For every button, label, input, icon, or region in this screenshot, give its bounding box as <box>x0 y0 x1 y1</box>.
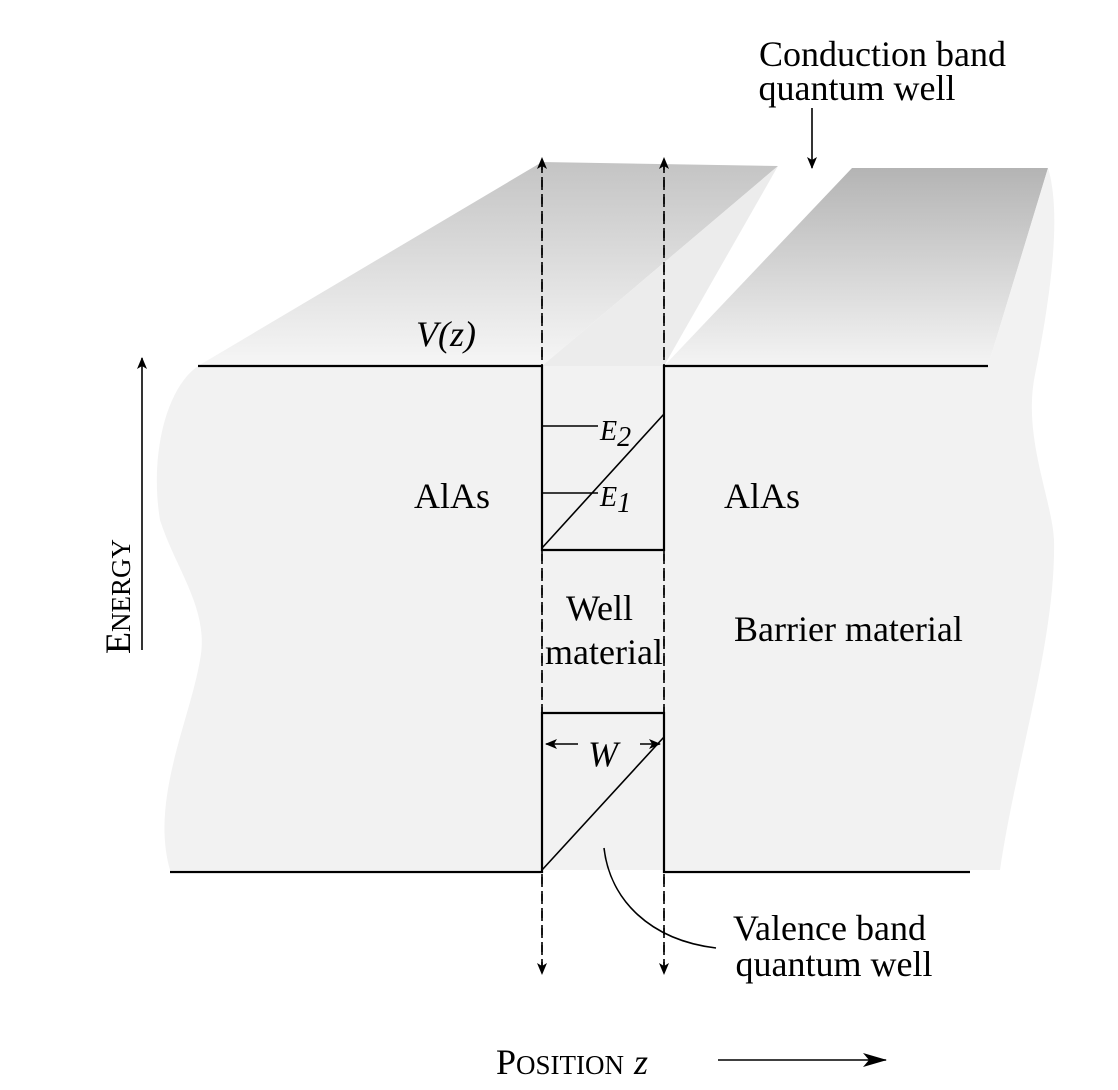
width-label: W <box>588 734 621 774</box>
conduction-label-line1: Conduction band <box>759 34 1006 74</box>
e1-label: E1 <box>599 482 631 519</box>
position-label-cap: P <box>496 1042 516 1082</box>
energy-label-cap: E <box>98 632 138 654</box>
well-material-line1: Well <box>566 588 633 628</box>
energy-label-rest: NERGY <box>106 539 136 632</box>
valence-label-line1: Valence band <box>733 908 926 948</box>
well-material-line2: material <box>545 632 663 672</box>
position-axis-label: POSITION z <box>496 1042 648 1082</box>
position-label-var: z <box>633 1042 648 1082</box>
valence-band-edge <box>170 711 970 874</box>
conduction-band-edge <box>198 364 988 552</box>
alas-left-label: AlAs <box>414 476 490 516</box>
e1-letter: E <box>599 482 617 513</box>
well-material-label: Well material <box>545 588 663 672</box>
conduction-label-line2: quantum well <box>759 68 956 108</box>
energy-axis-label: ENERGY <box>98 539 138 654</box>
valence-pointer-curve <box>603 847 717 949</box>
e1-subscript: 1 <box>617 488 631 519</box>
right-barrier-top-surface <box>664 168 1048 366</box>
position-label-rest: OSITION <box>516 1050 624 1080</box>
e2-letter: E <box>599 416 617 447</box>
e2-subscript: 2 <box>617 422 631 453</box>
valence-label: Valence band quantum well <box>733 908 935 984</box>
well-top-surface <box>542 166 778 366</box>
left-barrier-top-surface <box>198 162 778 366</box>
valence-label-line2: quantum well <box>736 944 933 984</box>
alas-right-label: AlAs <box>724 476 800 516</box>
potential-label: V(z) <box>416 314 476 354</box>
valence-well-diagonal <box>541 736 665 871</box>
e2-label: E2 <box>599 416 631 453</box>
conduction-label: Conduction band quantum well <box>759 34 1015 108</box>
barrier-material-label: Barrier material <box>734 609 963 649</box>
conduction-well-diagonal <box>541 413 665 549</box>
slab-body <box>156 168 1055 870</box>
